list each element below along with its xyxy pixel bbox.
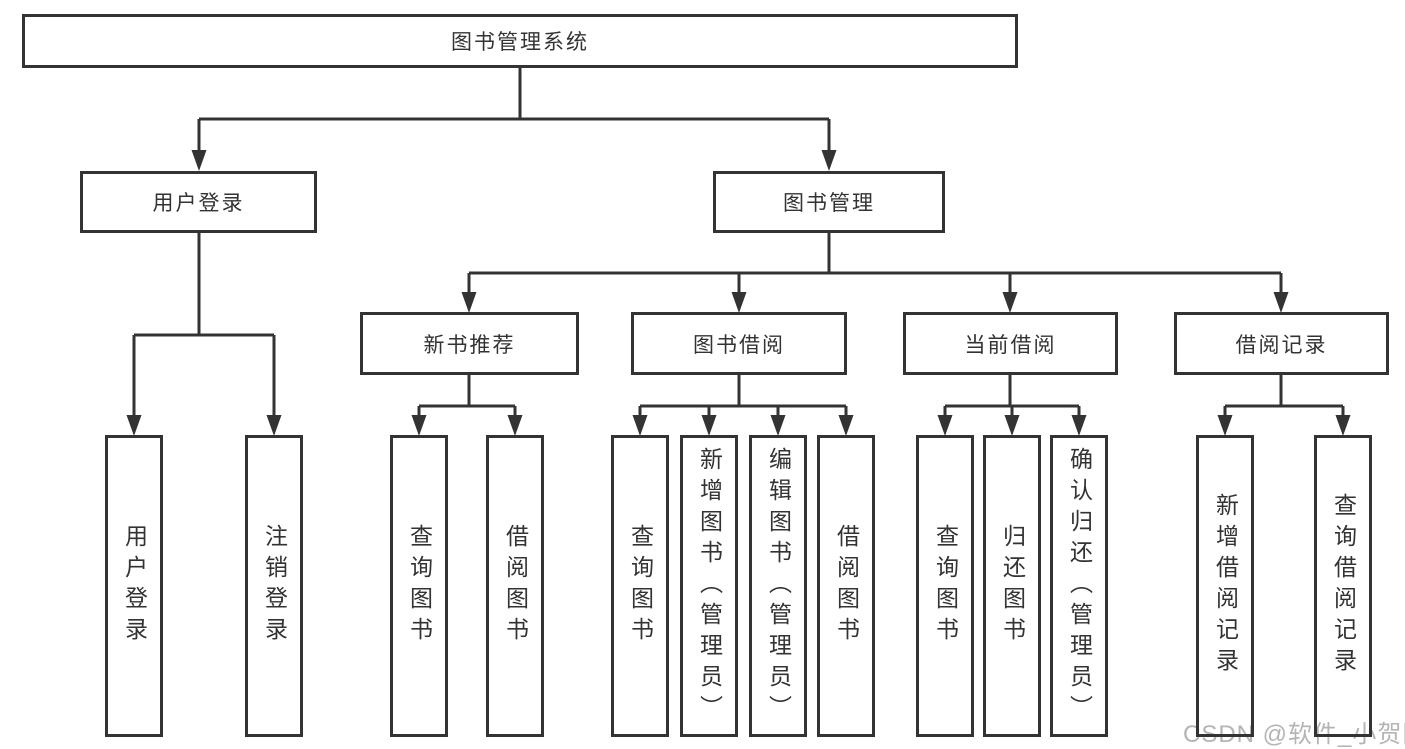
leaf-query-books-recommend: 查询图书 (390, 435, 448, 737)
node-book-borrowing: 图书借阅 (631, 312, 847, 375)
node-label: 查询借阅记录 (1330, 493, 1357, 679)
leaf-confirm-return-admin: 确认归还（管理员） (1050, 435, 1108, 737)
leaf-add-books-admin: 新增图书（管理员） (680, 435, 738, 737)
node-user-login: 用户登录 (80, 171, 317, 233)
leaf-logout-login: 注销登录 (245, 435, 303, 737)
node-current-borrowing: 当前借阅 (903, 312, 1118, 375)
node-label: 借阅记录 (1235, 333, 1328, 357)
node-label: 借阅图书 (833, 524, 860, 648)
leaf-return-books: 归还图书 (983, 435, 1041, 737)
csdn-watermark: CSDN @软件_小贺同学 (1183, 721, 1405, 748)
node-label: 归还图书 (999, 524, 1026, 648)
node-label: 新增图书（管理员） (696, 446, 723, 726)
node-label: 用户登录 (152, 192, 245, 215)
node-label: 查询图书 (406, 524, 433, 648)
node-label: 查询图书 (627, 524, 654, 648)
leaf-edit-books-admin: 编辑图书（管理员） (749, 435, 807, 737)
node-label: 新增借阅记录 (1212, 493, 1239, 679)
node-label: 新书推荐 (423, 333, 516, 357)
node-label: 注销登录 (261, 524, 288, 648)
node-label: 图书管理 (783, 192, 875, 215)
node-label: 当前借阅 (964, 333, 1057, 357)
node-borrowing-records: 借阅记录 (1174, 312, 1389, 375)
leaf-query-borrow-record: 查询借阅记录 (1314, 435, 1372, 737)
node-label: 编辑图书（管理员） (765, 446, 792, 726)
node-label: 确认归还（管理员） (1066, 446, 1093, 726)
leaf-user-login: 用户登录 (105, 435, 163, 737)
node-book-management: 图书管理 (713, 171, 945, 233)
node-label: 查询图书 (932, 524, 959, 648)
leaf-query-books-current: 查询图书 (916, 435, 974, 737)
leaf-query-books-borrowing: 查询图书 (611, 435, 669, 737)
leaf-borrow-books-recommend: 借阅图书 (486, 435, 544, 737)
node-label: 借阅图书 (502, 524, 529, 648)
node-root-system: 图书管理系统 (22, 14, 1018, 68)
leaf-add-borrow-record: 新增借阅记录 (1196, 435, 1254, 737)
leaf-borrow-books-borrowing: 借阅图书 (817, 435, 875, 737)
node-new-book-recommend: 新书推荐 (360, 312, 579, 375)
node-label: 用户登录 (121, 524, 148, 648)
node-label: 图书借阅 (693, 333, 785, 357)
node-label: 图书管理系统 (451, 31, 589, 54)
